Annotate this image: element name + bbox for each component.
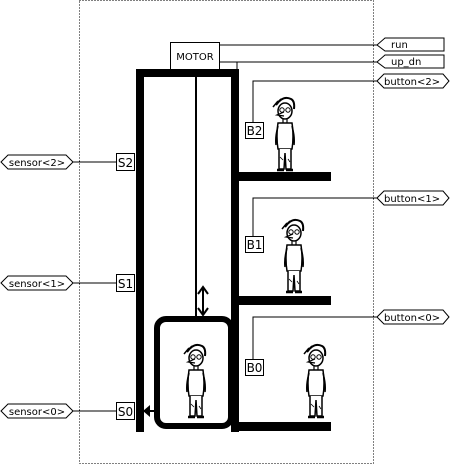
port-button-0-label: button<0> [384,313,440,324]
sensor-arrow-icon [143,405,157,417]
port-button-2-label: button<2> [384,77,440,88]
port-button-1-label: button<1> [384,194,440,205]
sensor-box-s1: S1 [116,274,135,292]
port-up-dn-label: up_dn [391,57,421,68]
person-floor-2-icon [271,96,296,172]
port-run: run [376,37,445,52]
floor-2 [239,172,331,181]
button-box-b0: B0 [245,359,264,376]
port-sensor-0: sensor<0> [0,403,74,419]
svg-text:B0: B0 [247,361,263,375]
sensor-box-s0: S0 [116,402,135,420]
port-up-dn: up_dn [376,54,445,69]
motor-label: MOTOR [176,52,213,63]
port-run-label: run [391,40,408,51]
up-down-arrow-icon [197,285,209,317]
button-box-b2: B2 [245,122,264,139]
sensor-box-s2: S2 [116,153,135,171]
port-sensor-0-label: sensor<0> [9,407,65,418]
elevator-shaft [136,69,239,432]
svg-text:S0: S0 [118,405,133,419]
svg-text:S1: S1 [118,277,133,291]
svg-text:S2: S2 [118,156,133,170]
port-button-2: button<2> [376,73,450,89]
floor-1 [239,296,331,305]
button-box-b1: B1 [245,236,264,253]
person-floor-0-icon [302,343,327,419]
svg-text:B2: B2 [247,124,263,138]
svg-text:B1: B1 [247,238,263,252]
port-button-0: button<0> [376,309,450,325]
floor-0 [239,422,331,431]
port-sensor-1: sensor<1> [0,275,74,291]
port-button-1: button<1> [376,190,450,206]
module-boundary [79,0,374,464]
motor: MOTOR [170,42,220,70]
person-floor-1-icon [280,218,305,294]
port-sensor-1-label: sensor<1> [9,279,65,290]
port-sensor-2-label: sensor<2> [9,158,65,169]
port-sensor-2: sensor<2> [0,154,74,170]
